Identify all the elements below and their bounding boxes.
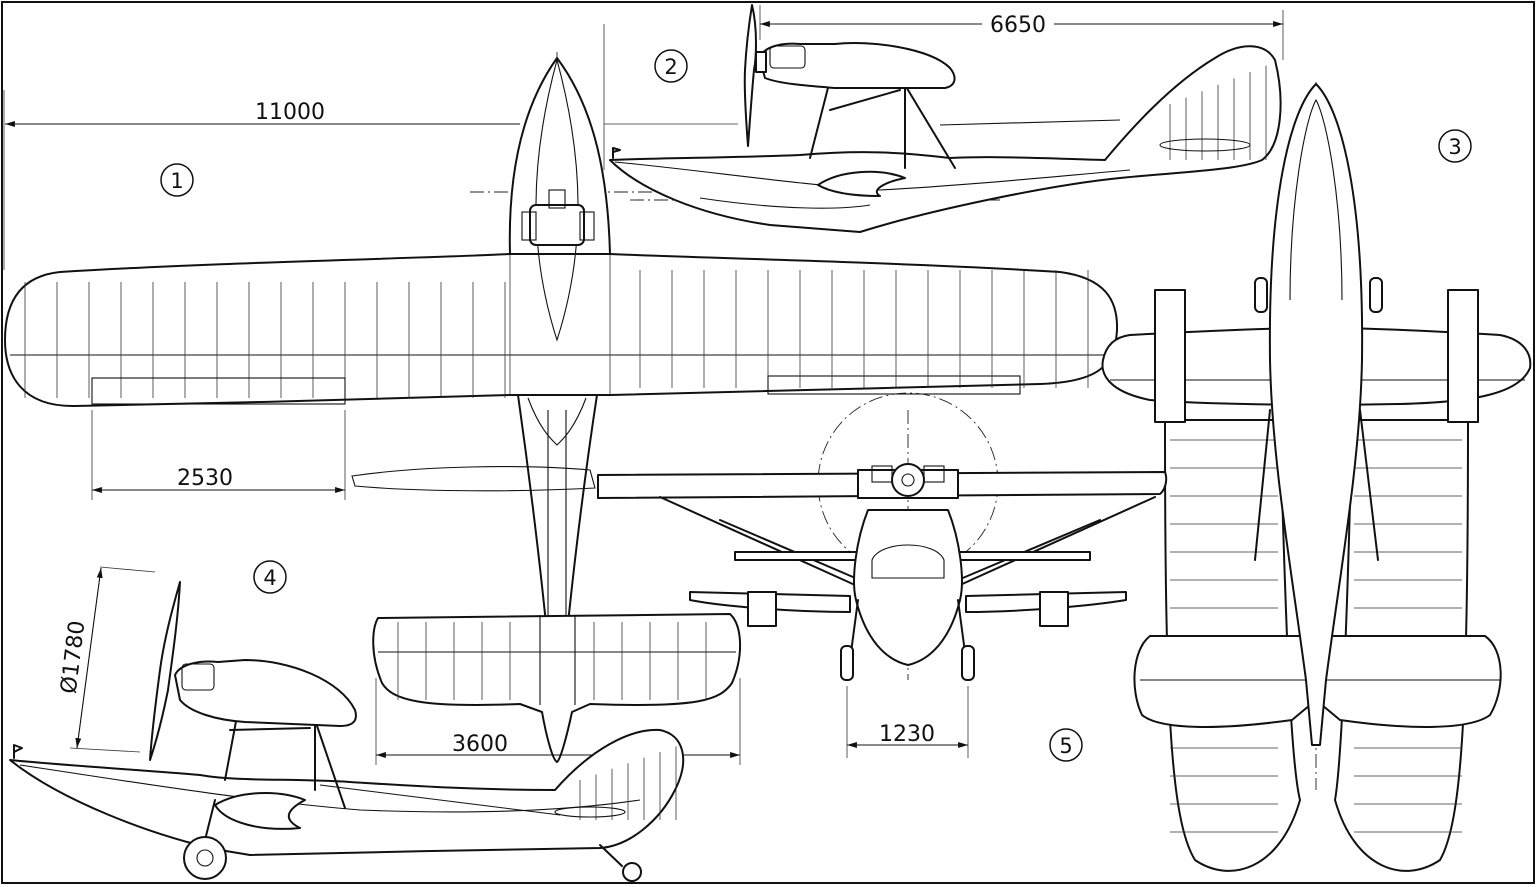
view-number-2: 2 — [654, 49, 688, 83]
tip-float-front-left — [747, 591, 777, 627]
view-number-5: 5 — [1049, 728, 1083, 762]
tip-float-left — [1154, 289, 1186, 423]
fuselage-front-view — [853, 509, 963, 666]
fuselage-length-dimension: 6650 — [759, 5, 1284, 60]
aileron-span-dimension-label: 2530 — [177, 466, 233, 491]
plan-view: 1 11000 2530 3600 — [3, 52, 1119, 765]
view-number-2-label: 2 — [664, 55, 677, 79]
tip-float-front-right — [1039, 591, 1069, 627]
hull-side-lower — [9, 728, 685, 856]
wing-ribs-right — [639, 270, 1089, 388]
view-number-4: 4 — [253, 560, 287, 594]
side-view-lower: 4 Ø1780 — [9, 560, 685, 882]
tailplane-span-dimension: 3600 — [375, 678, 741, 765]
view-number-3-label: 3 — [1448, 135, 1461, 159]
rudder-ribs-lower — [579, 746, 677, 820]
tailplane — [372, 613, 742, 763]
track-dimension-label: 1230 — [879, 722, 935, 747]
engine-front-view — [857, 463, 959, 499]
fuselage-bottom-view — [1268, 83, 1364, 746]
track-dimension: 1230 — [846, 686, 969, 758]
view-number-3: 3 — [1438, 129, 1472, 163]
wingspan-dimension: 11000 — [3, 90, 520, 270]
engine-nacelle-lower — [174, 659, 357, 727]
tail-wheel — [599, 844, 642, 882]
view-number-5-label: 5 — [1059, 734, 1072, 758]
tailplane-ribs — [397, 622, 707, 700]
engine-nacelle-upper — [759, 42, 956, 89]
main-wheel — [183, 799, 227, 880]
aileron-span-dimension: 2530 — [91, 410, 346, 500]
view-number-4-label: 4 — [263, 566, 276, 590]
fuselage-length-dimension-label: 6650 — [990, 13, 1046, 38]
engine-top-view — [521, 189, 595, 246]
bottom-view: 3 — [1101, 82, 1532, 872]
side-view-upper: 6650 2 — [603, 4, 1284, 233]
front-view: 1230 5 — [597, 392, 1168, 762]
tip-float-right — [1447, 289, 1479, 423]
propeller-lower — [149, 581, 181, 761]
aileron-left — [91, 377, 346, 405]
main-wing — [4, 253, 1119, 408]
wing-ribs-left — [24, 282, 506, 398]
propeller-diameter-dimension: Ø1780 — [57, 566, 156, 753]
wingspan-dimension-label: 11000 — [255, 100, 325, 125]
view-number-1: 1 — [160, 163, 194, 197]
hull-side-upper — [609, 45, 1282, 233]
propeller-upper — [743, 4, 757, 147]
tailplane-span-dimension-label: 3600 — [452, 732, 508, 757]
view-number-1-label: 1 — [170, 169, 183, 193]
